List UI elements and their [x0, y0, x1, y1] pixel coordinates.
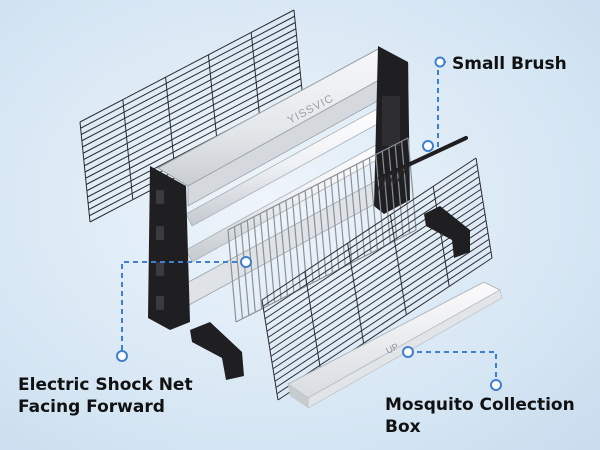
label-net-line-2: Facing Forward — [18, 397, 165, 417]
brush-bristle — [381, 174, 387, 190]
shock-net-rod — [400, 141, 411, 234]
left-end-cap — [148, 166, 190, 330]
label-electric-shock-net: Electric Shock Net Facing Forward — [18, 374, 193, 418]
brush-bristle — [389, 171, 395, 186]
rear-mesh-hwire — [84, 59, 300, 173]
shock-net-rod — [246, 220, 256, 313]
shock-net-rod — [407, 137, 417, 231]
rear-mesh-hwire — [85, 65, 300, 179]
shock-net-rod — [323, 180, 334, 273]
rear-mesh-hwire — [84, 53, 299, 167]
shock-net-rod — [388, 147, 398, 240]
shock-net-rod — [355, 164, 366, 257]
shock-net-rod — [272, 206, 282, 300]
rear-mesh-hwire — [82, 40, 298, 154]
mounting-clip-right — [424, 206, 470, 258]
front-mesh-hwire — [262, 163, 478, 307]
rear-mesh-hwire — [81, 22, 296, 135]
callout-small-brush — [422, 56, 446, 152]
front-mesh-hwire — [272, 226, 488, 370]
front-mesh-hwire — [271, 220, 487, 363]
zapper-housing: YISSVIC — [148, 46, 410, 330]
rear-mesh-hwire — [82, 34, 297, 148]
label-mosquito-collection-box: Mosquito Collection Box — [385, 394, 575, 438]
label-box-line-2: Box — [385, 417, 421, 437]
shock-net-rod — [285, 200, 295, 293]
label-net-line-1: Electric Shock Net — [18, 375, 193, 395]
shock-net-rod — [233, 226, 244, 319]
shock-net-rod — [291, 197, 301, 290]
shock-net-rod — [278, 203, 289, 296]
shock-net-rod — [227, 229, 237, 323]
front-mesh-hwire — [274, 238, 490, 382]
shock-net-rod — [375, 154, 385, 247]
shock-net-rod — [317, 183, 327, 277]
front-mesh-hwire — [265, 182, 481, 326]
callout-collection-box — [402, 346, 502, 391]
shock-net-rod — [362, 160, 372, 254]
brush-bristle — [397, 167, 403, 182]
shock-net-rod — [253, 216, 263, 309]
shock-net-rod — [298, 193, 308, 286]
shock-net-rod — [330, 177, 340, 270]
shock-net-rod — [381, 151, 391, 244]
brush-bristle — [405, 163, 411, 178]
shock-net-rod — [240, 223, 250, 316]
rear-mesh-hwire — [83, 47, 298, 160]
front-mesh-hwire — [263, 170, 479, 313]
front-mesh-hwire — [261, 157, 477, 301]
rear-mesh-hwire — [86, 72, 301, 185]
rear-mesh-hwire — [80, 15, 295, 129]
shock-net-rail — [227, 137, 409, 231]
shock-net-rod — [336, 174, 346, 267]
shock-net-rod — [368, 157, 379, 250]
label-box-line-1: Mosquito Collection — [385, 395, 575, 415]
rear-mesh-hwire — [81, 28, 297, 142]
small-brush — [377, 136, 468, 192]
callout-electric-net — [116, 256, 252, 362]
front-mesh-hwire — [276, 251, 492, 395]
front-mesh-hwire — [275, 245, 491, 388]
brush-bristle — [393, 169, 399, 184]
shock-net-rod — [310, 187, 321, 280]
rear-mesh-hwire — [79, 9, 295, 123]
front-mesh-hwire — [264, 176, 480, 320]
label-small-brush: Small Brush — [452, 54, 567, 74]
brush-bristle — [385, 173, 391, 188]
shock-net-rod — [265, 210, 276, 303]
rear-mesh-hwire — [86, 78, 302, 192]
brush-bristle — [401, 165, 407, 180]
shock-net-rod — [343, 170, 353, 263]
front-mesh-hwire — [273, 232, 489, 376]
shock-net-rod — [259, 213, 269, 306]
mounting-clip-left — [190, 322, 244, 380]
rear-mesh-hwire — [87, 84, 302, 198]
brush-bristle — [377, 176, 383, 192]
